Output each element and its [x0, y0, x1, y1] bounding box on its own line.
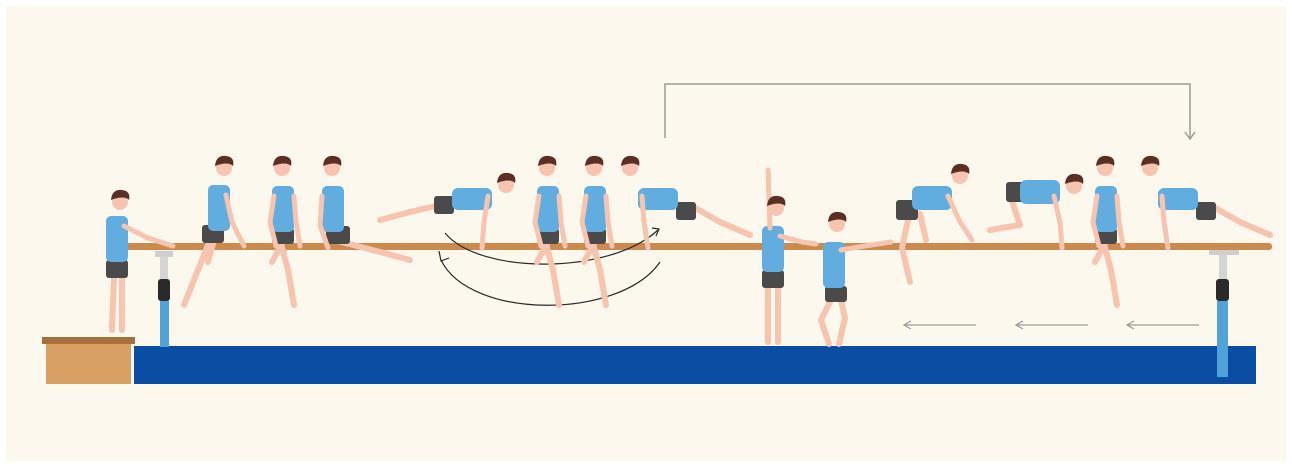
start-box-top	[42, 337, 135, 344]
floor-mat	[134, 346, 1256, 384]
start-box	[46, 344, 131, 384]
